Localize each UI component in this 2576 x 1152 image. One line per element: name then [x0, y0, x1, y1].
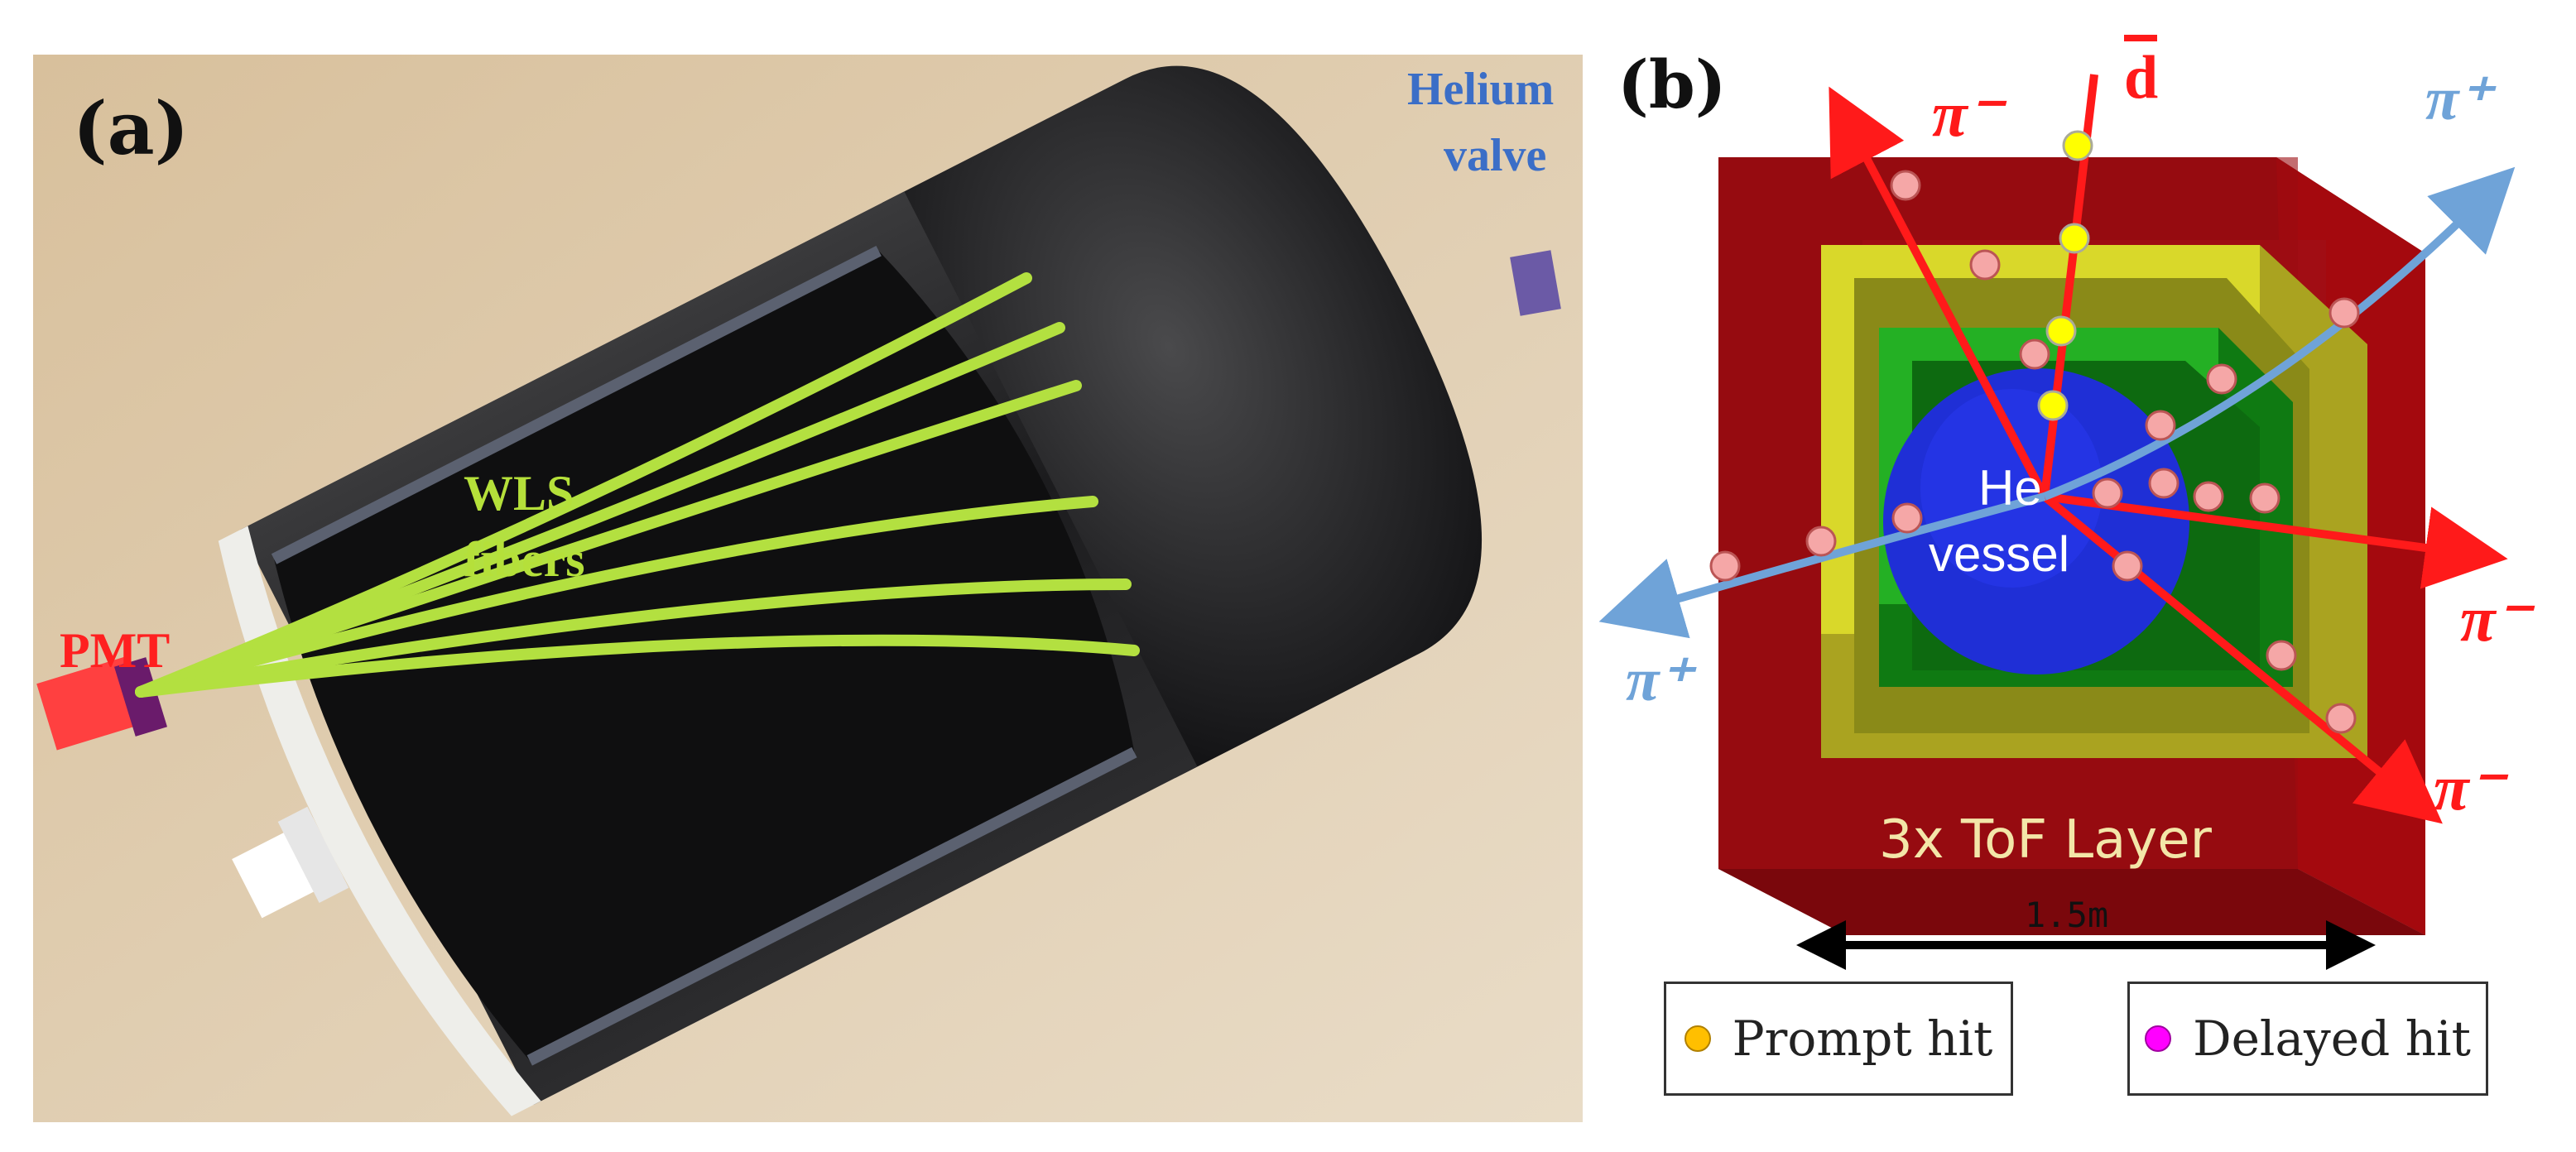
pi-plus-label-right: π⁺	[2425, 65, 2497, 133]
wls-label-line2: fibers	[464, 532, 585, 587]
vessel-label-line2: vessel	[1929, 526, 2069, 582]
wls-fibers	[135, 272, 1140, 698]
legend-prompt-hit: Prompt hit	[1664, 982, 2013, 1096]
antideuteron-label: d	[2124, 44, 2158, 112]
vessel-dome	[882, 65, 1483, 778]
pi-plus-track-left	[1598, 492, 2046, 639]
panel-b-detector: (b) d π⁻ π⁻ π⁻ π⁺ π⁺ He vessel 3x ToF La…	[1598, 25, 2558, 1134]
tof-layer-label: 3x ToF Layer	[1879, 809, 2213, 871]
pi-plus-track-right	[2043, 166, 2516, 501]
pi-minus-label-lower: π⁻	[2434, 751, 2509, 823]
pi-minus-label-right: π⁻	[2460, 583, 2535, 655]
panel-a-photo: (a) WLS fibers PMT Helium valve	[33, 55, 1583, 1122]
helium-label-line1: Helium	[1407, 64, 1554, 115]
scale-label: 1.5m	[2025, 895, 2108, 935]
pmt-label: PMT	[60, 623, 170, 678]
vessel-cutaway-illustration: (a) WLS fibers PMT Helium valve	[33, 55, 1583, 1122]
delayed-hit-label: Delayed hit	[2193, 1010, 2471, 1067]
panel-a-label: (a)	[73, 85, 189, 171]
wls-label-line1: WLS	[464, 466, 574, 521]
pi-minus-tracks	[1829, 86, 2508, 824]
pi-plus-tracks	[1598, 166, 2516, 639]
vessel-rim	[218, 526, 541, 1116]
pi-minus-label-upper: π⁻	[1932, 78, 2007, 150]
delayed-hit-dot	[2145, 1025, 2172, 1052]
hit-markers	[1709, 170, 2360, 734]
vessel-label-line1: He	[1978, 460, 2042, 516]
pmt-body	[36, 657, 144, 751]
prompt-hit-markers	[2037, 130, 2093, 421]
panel-b-label: (b)	[1617, 46, 1727, 123]
pi-plus-label-left: π⁺	[1626, 646, 1697, 714]
helium-label-line2: valve	[1444, 130, 1546, 181]
legend-delayed-hit: Delayed hit	[2127, 982, 2488, 1096]
prompt-hit-label: Prompt hit	[1732, 1010, 1993, 1067]
he-vessel	[1883, 368, 2189, 674]
tof-detector-diagram: (b) d π⁻ π⁻ π⁻ π⁺ π⁺ He vessel 3x ToF La…	[1598, 35, 2535, 970]
prompt-hit-dot	[1684, 1025, 1711, 1052]
helium-valve	[1510, 250, 1561, 316]
pi-minus-track-right	[2044, 492, 2508, 589]
pi-minus-track-lower	[2041, 493, 2443, 824]
pi-minus-track-upper	[1829, 86, 2049, 499]
